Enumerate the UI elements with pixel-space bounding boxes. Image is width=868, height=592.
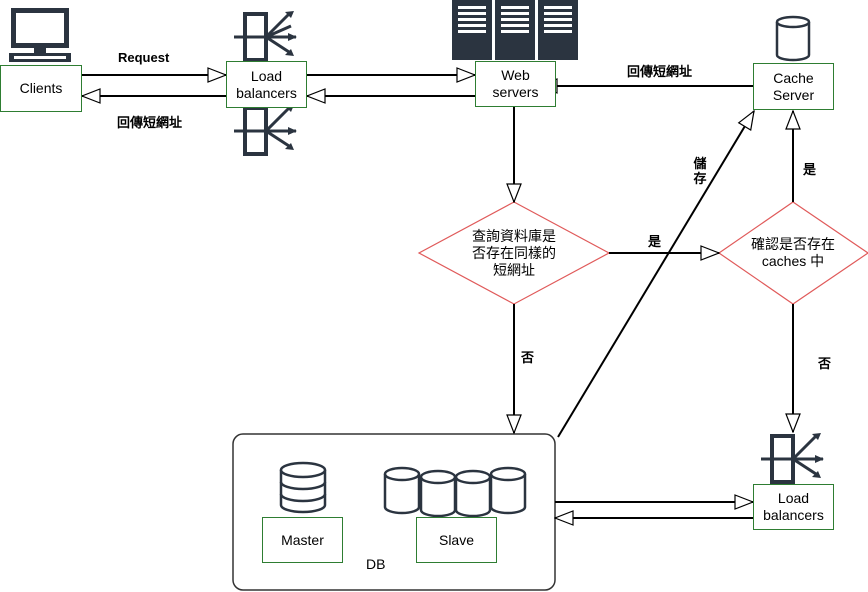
- label-no-db: 否: [521, 350, 535, 365]
- server-rack-icon: [452, 0, 578, 60]
- load-balancer-bottom-node: Load balancers: [753, 484, 834, 530]
- label-no-lb: 否: [818, 356, 832, 371]
- decision-db-text: 查詢資料庫是 否存在同樣的 短網址: [472, 227, 556, 278]
- edge-db-store-to-cache: [557, 111, 755, 438]
- label-request: Request: [118, 50, 170, 65]
- label-store: 儲 存: [693, 156, 707, 186]
- load-balancer-top-node: Load balancers: [226, 61, 307, 108]
- db-label: DB: [366, 556, 386, 572]
- database-icon-cache: [775, 15, 811, 62]
- label-return-short-url-left: 回傳短網址: [117, 115, 183, 130]
- monitor-icon: [9, 8, 71, 62]
- edges: [82, 75, 793, 518]
- clients-node: Clients: [0, 65, 82, 112]
- load-balancer-icon-middle: [234, 105, 297, 156]
- label-yes-cache-server: 是: [803, 162, 817, 177]
- label-yes-cache-check: 是: [648, 234, 662, 249]
- web-servers-node: Web servers: [475, 61, 556, 107]
- database-icon-master: [279, 461, 327, 514]
- master-node: Master: [262, 517, 343, 563]
- decision-cache-text: 確認是否存在 caches 中: [751, 236, 835, 269]
- label-return-short-url-cache: 回傳短網址: [627, 64, 693, 79]
- database-icon-slaves: [383, 466, 527, 518]
- load-balancer-icon-bottom: [761, 433, 824, 484]
- cache-server-node: Cache Server: [753, 63, 834, 110]
- load-balancer-icon-top: [234, 11, 297, 62]
- slave-node: Slave: [416, 517, 497, 563]
